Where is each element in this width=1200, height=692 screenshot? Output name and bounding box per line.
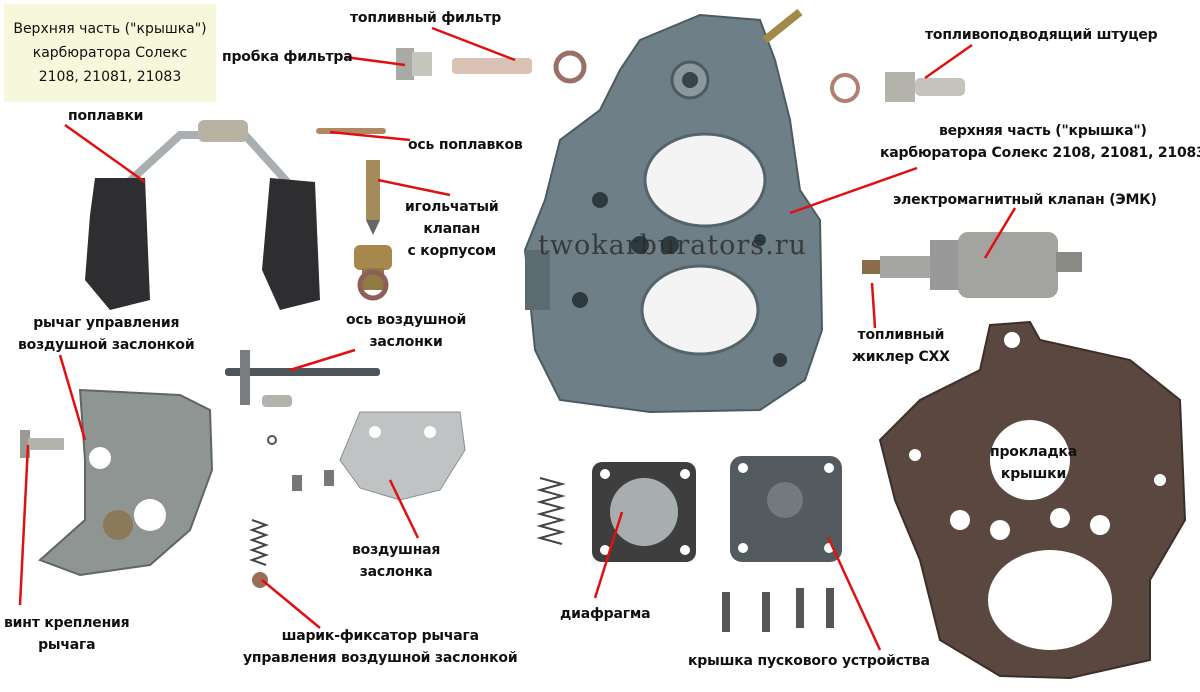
- cover-gasket: [878, 320, 1187, 680]
- label-detent-ball: шарик-фиксатор рычага управления воздушн…: [243, 625, 518, 669]
- label-solenoid-valve: электромагнитный клапан (ЭМК): [893, 192, 1157, 208]
- label-needle-valve: игольчатый клапан с корпусом: [405, 196, 499, 262]
- leader-lines: [18, 26, 1017, 651]
- label-line: винт крепления: [4, 615, 130, 631]
- label-float-axis: ось поплавков: [408, 137, 523, 153]
- title-line: Верхняя часть ("крышка"): [13, 21, 207, 37]
- label-line: карбюратора Солекс 2108, 21081, 21083: [880, 145, 1200, 161]
- label-line: жиклер СХХ: [852, 349, 950, 365]
- label-line: верхняя часть ("крышка"): [938, 123, 1147, 139]
- solenoid-valve: [862, 232, 1082, 298]
- starter-cover: [730, 456, 842, 562]
- label-diaphragm: диафрагма: [560, 606, 651, 622]
- label-starter-cover: крышка пускового устройства: [688, 653, 930, 669]
- carburetor-top-body: [523, 8, 824, 414]
- label-line: шарик-фиксатор рычага: [281, 628, 480, 644]
- label-idle-jet: топливный жиклер СХХ: [852, 324, 950, 368]
- label-air-damper-axis: ось воздушной заслонки: [346, 309, 466, 353]
- label-lever-screw: винт крепления рычага: [4, 612, 130, 656]
- label-air-damper: воздушная заслонка: [352, 539, 440, 583]
- diaphragm: [592, 462, 696, 562]
- label-line: рычаг управления: [33, 315, 180, 331]
- label-line: клапан: [423, 221, 481, 237]
- label-line: рычага: [38, 637, 96, 653]
- title-line: карбюратора Солекс: [32, 45, 188, 61]
- label-floats: поплавки: [68, 108, 144, 124]
- label-line: воздушная: [352, 542, 441, 558]
- cover-screws: [722, 588, 834, 632]
- damper-lever: [20, 388, 214, 577]
- label-line: топливный: [857, 327, 945, 343]
- label-top-part: верхняя часть ("крышка") карбюратора Сол…: [880, 120, 1200, 164]
- label-line: заслонка: [359, 564, 433, 580]
- label-line: крышки: [1000, 466, 1067, 482]
- label-line: управления воздушной заслонкой: [243, 650, 518, 666]
- label-filter-plug: пробка фильтра: [222, 49, 353, 65]
- air-damper-parts: [225, 350, 466, 501]
- label-line: прокладка: [990, 444, 1077, 460]
- label-line: игольчатый: [405, 199, 499, 215]
- label-line: ось воздушной: [346, 312, 467, 328]
- watermark: twokarburators.ru: [538, 230, 808, 261]
- label-line: воздушной заслонкой: [18, 337, 195, 353]
- label-cover-gasket: прокладка крышки: [990, 441, 1077, 485]
- label-line: заслонки: [369, 334, 443, 350]
- title-line: 2108, 21081, 21083: [38, 69, 182, 85]
- label-fuel-fitting: топливоподводящий штуцер: [925, 27, 1158, 43]
- needle-valve-parts: [316, 128, 392, 301]
- label-damper-lever: рычаг управления воздушной заслонкой: [18, 312, 195, 356]
- label-line: с корпусом: [407, 243, 497, 259]
- springs: [249, 477, 566, 588]
- label-fuel-filter: топливный фильтр: [350, 10, 502, 26]
- title-box: Верхняя часть ("крышка") карбюратора Сол…: [4, 4, 216, 102]
- floats: [85, 120, 320, 310]
